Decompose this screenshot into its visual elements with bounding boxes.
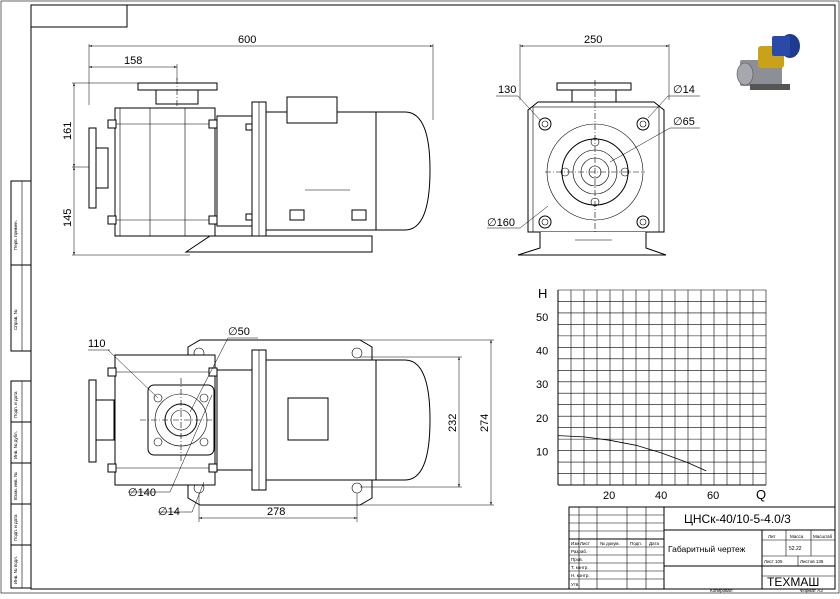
y-tick-label: 50 xyxy=(536,312,548,324)
tb-document-name: Габаритный чертеж xyxy=(668,544,746,554)
tb-format: Формат А3 xyxy=(800,588,823,593)
stamp-sprav: Справ. № xyxy=(13,309,18,330)
stamp-podp-data-2: Подп. и дата xyxy=(13,514,18,541)
dim-port-50: ∅50 xyxy=(228,326,250,338)
dim-base-width-outer: 274 xyxy=(479,414,491,432)
tb-copied: Копировал xyxy=(710,588,733,593)
dim-height-lower: 145 xyxy=(62,209,74,227)
tb-col-change: Изм xyxy=(571,541,579,546)
tb-sheets: Листов 136 xyxy=(800,559,824,564)
side-stamp: Перв. примен. Справ. № Подп. и дата Инв.… xyxy=(10,180,32,589)
top-view: 232 274 278 110 ∅50 ∅140 ∅14 xyxy=(88,326,494,522)
y-tick-label: 30 xyxy=(536,379,548,391)
x-tick-label: 60 xyxy=(707,490,719,502)
tb-col-sheet: Лист xyxy=(580,541,590,546)
front-view: 600 158 161 145 xyxy=(62,34,434,256)
top-left-stamp-box xyxy=(30,4,128,28)
dim-base-width-inner: 232 xyxy=(447,414,459,432)
y-tick-label: 10 xyxy=(536,446,548,458)
tb-row-tech: Т. контр. xyxy=(571,565,589,570)
dim-base-length: 278 xyxy=(267,506,285,518)
x-tick-label: 20 xyxy=(603,490,615,502)
dim-bolt-circle-110: 110 xyxy=(88,338,106,350)
dim-flange-160: ∅160 xyxy=(487,217,515,229)
stamp-inv-podl: Инв. № подл. xyxy=(13,556,18,584)
tb-lit-header: Лит xyxy=(768,534,776,539)
tb-designation: ЦНСк-40/10-5-4.0/3 xyxy=(684,512,791,526)
y-tick-label: 40 xyxy=(536,346,548,358)
performance-chart: 20 40 60 10 20 30 40 50 H Q xyxy=(536,286,767,502)
stamp-inv-dubl: Инв. № дубл. xyxy=(13,431,18,459)
tb-row-approved: Утв. xyxy=(571,582,580,587)
dim-height-upper: 161 xyxy=(62,122,74,140)
x-tick-label: 40 xyxy=(655,490,667,502)
dim-overall-length: 600 xyxy=(238,34,256,46)
dim-flange-140: ∅140 xyxy=(128,487,156,499)
tb-mass-header: Масса xyxy=(790,534,804,539)
dim-bolt-circle-130: 130 xyxy=(498,84,516,96)
dim-hole-14: ∅14 xyxy=(673,84,695,96)
tb-row-checked: Пров. xyxy=(571,557,583,562)
tb-col-doc: № докум. xyxy=(600,541,620,546)
pump-3d-thumbnail xyxy=(736,34,800,90)
title-block: Изм Лист № докум. Подп. Дата Разраб. Про… xyxy=(568,506,836,593)
chart-y-label: H xyxy=(538,286,547,301)
chart-x-label: Q xyxy=(756,487,766,502)
dim-flange-offset: 158 xyxy=(124,55,142,67)
stamp-podp-data-1: Подп. и дата xyxy=(13,391,18,418)
tb-sheet: Лист 105 xyxy=(764,559,783,564)
tb-col-date: Дата xyxy=(649,541,659,546)
tb-col-sign: Подп. xyxy=(630,541,642,546)
stamp-vzam-inv: Взам. инв. № xyxy=(13,472,18,500)
tb-scale-header: Масштаб xyxy=(813,534,833,539)
dim-hole-65: ∅65 xyxy=(673,116,695,128)
chart-grid xyxy=(558,289,767,485)
dim-width: 250 xyxy=(584,34,602,46)
tb-company: ТЕХМАШ xyxy=(767,575,819,589)
stamp-perv-primen: Перв. примен. xyxy=(13,220,18,250)
tb-mass-value: 52.22 xyxy=(789,546,802,552)
dim-mount-hole-14: ∅14 xyxy=(158,506,180,518)
head-curve xyxy=(557,435,707,472)
chart-x-ticks: 20 40 60 xyxy=(603,490,719,502)
chart-y-ticks: 10 20 30 40 50 xyxy=(536,312,548,458)
tb-row-developed: Разраб. xyxy=(571,549,587,554)
y-tick-label: 20 xyxy=(536,413,548,425)
chart-series xyxy=(557,435,707,472)
side-view: 250 130 ∅14 xyxy=(487,34,700,256)
tb-row-norm: Н. контр. xyxy=(571,573,590,578)
